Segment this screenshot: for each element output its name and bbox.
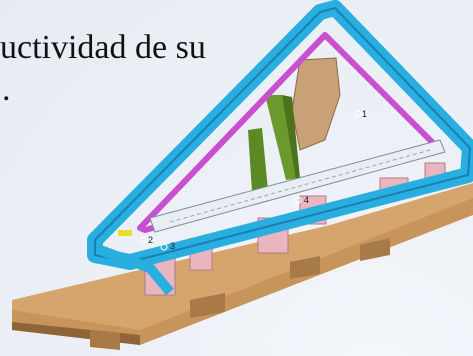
annotation-label: 1 — [362, 109, 367, 119]
base-plate — [12, 183, 473, 350]
annotation-label: 4 — [304, 195, 309, 205]
brace-plate — [291, 57, 341, 151]
slide-text: uctividad de su . — [0, 27, 473, 111]
triangle-frame — [87, 0, 473, 296]
annotations: 2 3 4 1 — [139, 109, 367, 251]
slide-text-line-2: . — [2, 71, 11, 108]
annotation-label: 3 — [170, 241, 175, 251]
annotation-label: 2 — [148, 235, 153, 245]
green-supports — [248, 95, 300, 192]
lower-beam — [149, 139, 446, 233]
slide-text-line-1: uctividad de su — [0, 29, 206, 66]
